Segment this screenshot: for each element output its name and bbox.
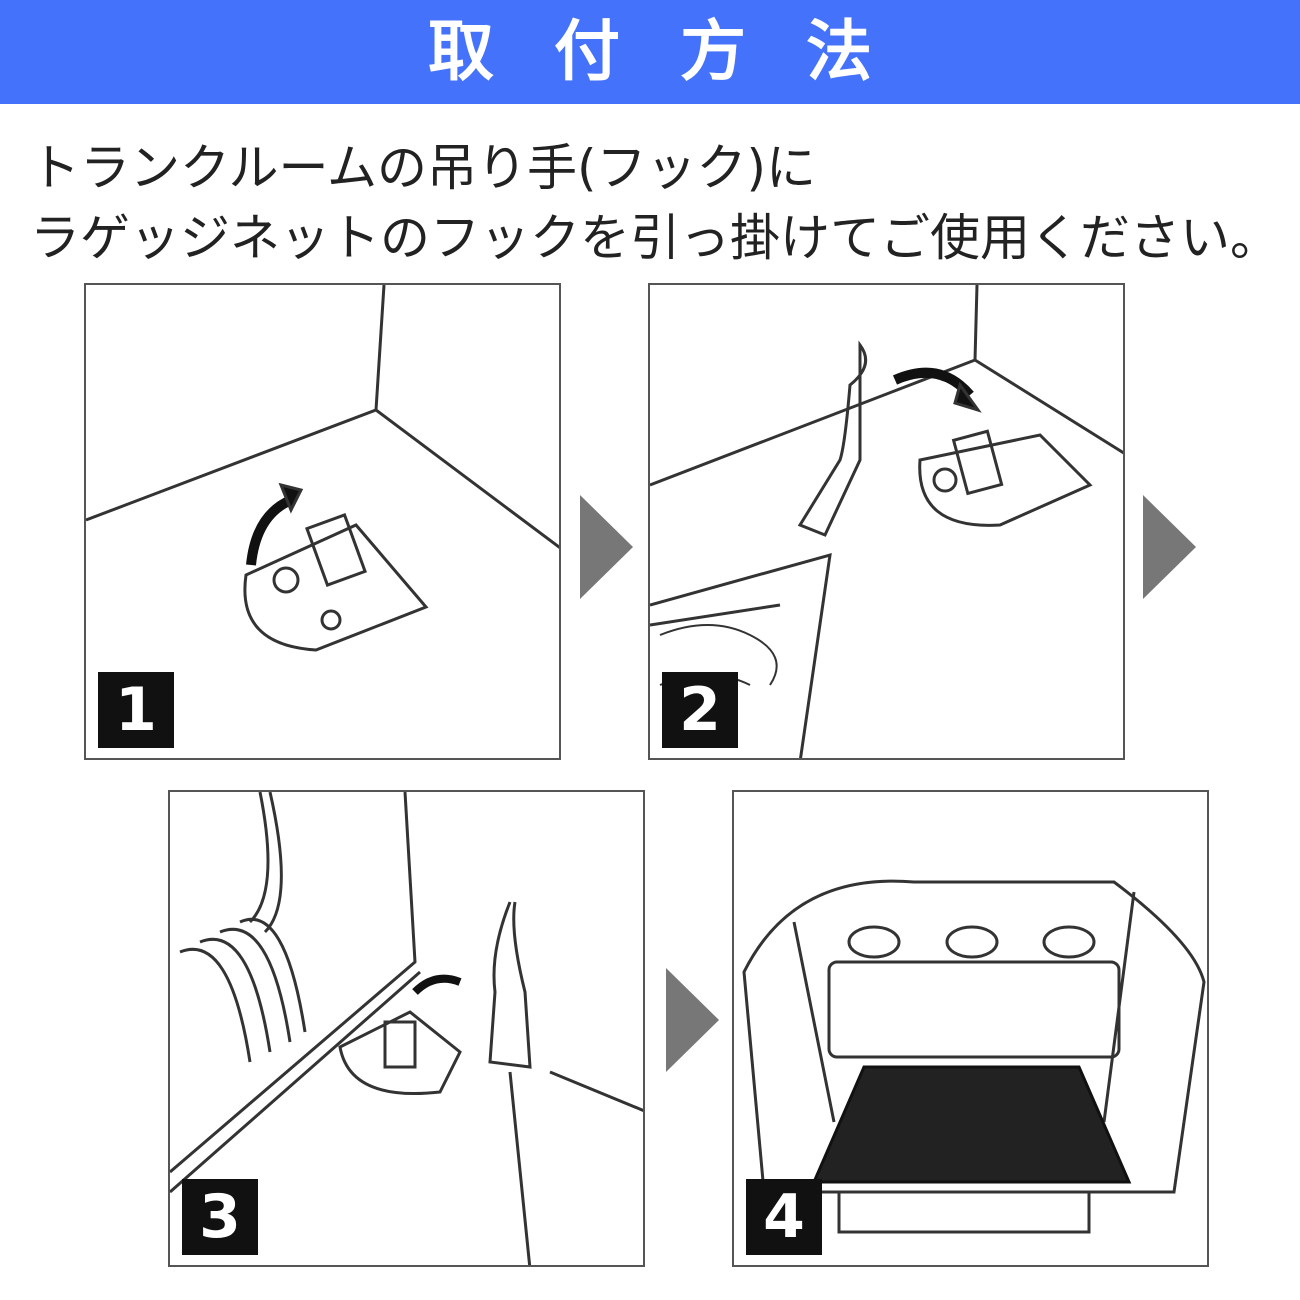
next-step-arrow-icon (580, 495, 633, 599)
step-number-badge: 3 (182, 1179, 258, 1255)
step-1-illustration: 1 (84, 283, 561, 760)
instruction-line-1: トランクルームの吊り手(フック)に (30, 139, 817, 197)
instruction-line-2: ラゲッジネットのフックを引っ掛けてご使用ください。 (30, 209, 1280, 267)
step-number-badge: 2 (662, 672, 738, 748)
next-step-arrow-icon (666, 968, 719, 1072)
step-4-illustration: 4 (732, 790, 1209, 1267)
page-title: 取付方法 (428, 13, 932, 90)
next-step-arrow-icon (1143, 495, 1196, 599)
step-2-illustration: 2 (648, 283, 1125, 760)
step-number-badge: 1 (98, 672, 174, 748)
step-number-badge: 4 (746, 1179, 822, 1255)
header-banner: 取付方法 (0, 0, 1300, 104)
step-3-illustration: 3 (168, 790, 645, 1267)
